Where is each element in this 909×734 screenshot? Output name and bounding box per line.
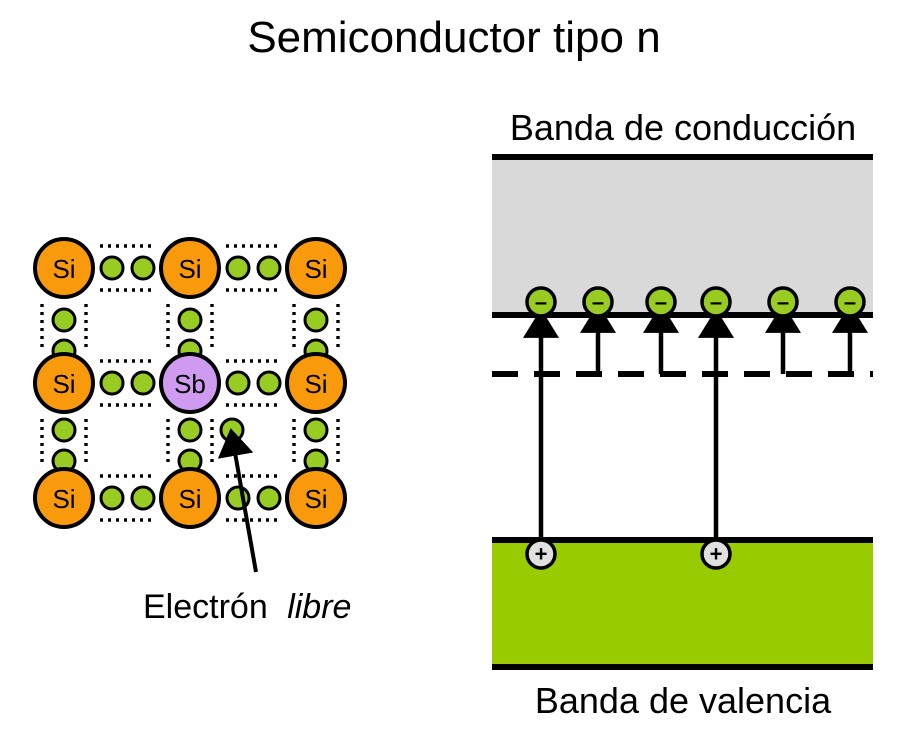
page-title: Semiconductor tipo n	[247, 13, 660, 62]
conduction-electron: –	[525, 286, 557, 318]
electron-sign: –	[844, 290, 856, 315]
free-electron-caption-italic: libre	[287, 588, 351, 626]
bond-electron	[99, 370, 125, 396]
free-electron	[219, 417, 245, 443]
valence-hole: +	[700, 538, 732, 570]
silicon-atom: Si	[33, 237, 95, 299]
bond-electron	[130, 370, 156, 396]
silicon-atom: Si	[33, 352, 95, 414]
bond-electron	[225, 255, 251, 281]
conduction-electron-group: ––––––	[525, 286, 866, 318]
silicon-atom: Si	[159, 467, 221, 529]
bond-electron	[51, 307, 77, 333]
bond-electron	[130, 255, 156, 281]
electron-sign: –	[655, 290, 667, 315]
conduction-electron: –	[582, 286, 614, 318]
electron-sign: –	[592, 290, 604, 315]
band-rectangles	[492, 154, 873, 670]
valence-band-label: Banda de valencia	[535, 680, 832, 721]
bond-electron	[99, 255, 125, 281]
silicon-atom: Si	[159, 237, 221, 299]
bond-electron	[177, 307, 203, 333]
valence-band-rect	[492, 540, 873, 667]
atom-label: Si	[178, 254, 201, 284]
bond-electron	[51, 417, 77, 443]
conduction-electron: –	[834, 286, 866, 318]
bond-electron	[256, 255, 282, 281]
bond-electron	[303, 307, 329, 333]
bond-electron	[256, 485, 282, 511]
bond-electron	[177, 417, 203, 443]
conduction-band-rect	[492, 157, 873, 315]
electron-sign: –	[535, 290, 547, 315]
bond-electron	[225, 370, 251, 396]
atom-label: Si	[304, 369, 327, 399]
hole-sign: +	[535, 542, 548, 567]
electron-sign: –	[710, 290, 722, 315]
bond-electron	[256, 370, 282, 396]
pointer-line	[217, 428, 258, 573]
atom-label: Si	[52, 369, 75, 399]
covalent-bond-lines	[40, 244, 340, 522]
free-electron-group	[219, 417, 245, 443]
atom-label: Si	[304, 254, 327, 284]
free-electron-caption-main: Electrón	[143, 588, 268, 626]
silicon-atom: Si	[285, 237, 347, 299]
bond-electron	[130, 485, 156, 511]
electron-sign: –	[777, 290, 789, 315]
atom-label: Sb	[174, 369, 206, 399]
silicon-atom: Si	[285, 352, 347, 414]
atom-label: Si	[304, 484, 327, 514]
atom-label: Si	[52, 484, 75, 514]
conduction-band-label: Banda de conducción	[510, 107, 856, 148]
valence-hole-group: ++	[525, 538, 732, 570]
antimony-dopant-atom: Sb	[159, 352, 221, 414]
band-diagram-group: Banda de conducción –––––– ++ Banda de v…	[492, 107, 873, 721]
conduction-electron: –	[767, 286, 799, 318]
free-electron-pointer-arrow	[217, 428, 258, 573]
silicon-atom: Si	[285, 467, 347, 529]
conduction-electron: –	[645, 286, 677, 318]
hole-sign: +	[710, 542, 723, 567]
atom-label: Si	[178, 484, 201, 514]
conduction-electron: –	[700, 286, 732, 318]
bond-electron	[303, 417, 329, 443]
valence-hole: +	[525, 538, 557, 570]
atom-label: Si	[52, 254, 75, 284]
excitation-arrows	[523, 303, 868, 540]
free-electron-caption: Electrón libre	[143, 588, 351, 626]
silicon-atom: Si	[33, 467, 95, 529]
bond-electron	[99, 485, 125, 511]
